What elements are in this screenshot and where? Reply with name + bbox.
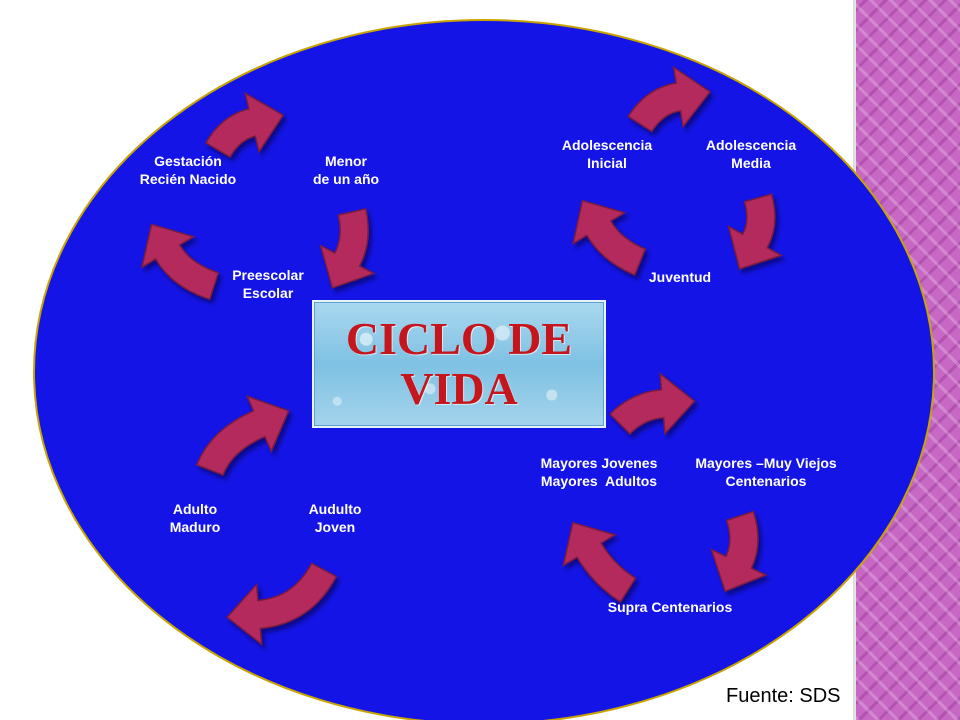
label-adulto-maduro: Adulto Maduro (169, 501, 221, 535)
curved-arrow (627, 65, 712, 133)
source-note: Fuente: SDS (726, 685, 841, 707)
curved-arrow (572, 199, 647, 277)
label-gestacion: Gestación Recién Nacido (139, 153, 237, 187)
label-juventud: Juventud (648, 269, 712, 285)
label-mayores-jovenes: Mayores Jovenes Mayores Adultos (540, 455, 658, 489)
diagram-title: CICLO DE VIDA (345, 313, 573, 414)
curved-arrow (710, 510, 768, 593)
curved-arrow (319, 207, 376, 289)
label-supra-centenarios: Supra Centenarios (607, 599, 733, 615)
curved-arrow (609, 372, 696, 436)
curved-arrow (195, 395, 290, 476)
label-preescolar: Preescolar Escolar (232, 267, 304, 301)
label-audulto-joven: Audulto Joven (308, 501, 362, 535)
curved-arrow (204, 91, 285, 159)
curved-arrow (727, 193, 784, 270)
label-menor-de-un-ano: Menor de un año (312, 153, 380, 187)
curved-arrow (562, 521, 637, 603)
label-adolescencia-inicial: Adolescencia Inicial (561, 137, 653, 171)
curved-arrow (140, 223, 220, 301)
label-adolescencia-media: Adolescencia Media (705, 137, 797, 171)
arrow-group (140, 65, 784, 646)
curved-arrow (226, 562, 338, 646)
decorative-side-strip (856, 0, 960, 720)
label-mayores-muy-viejos: Mayores –Muy Viejos Centenarios (695, 455, 837, 489)
title-box: CICLO DE VIDA (312, 300, 606, 428)
